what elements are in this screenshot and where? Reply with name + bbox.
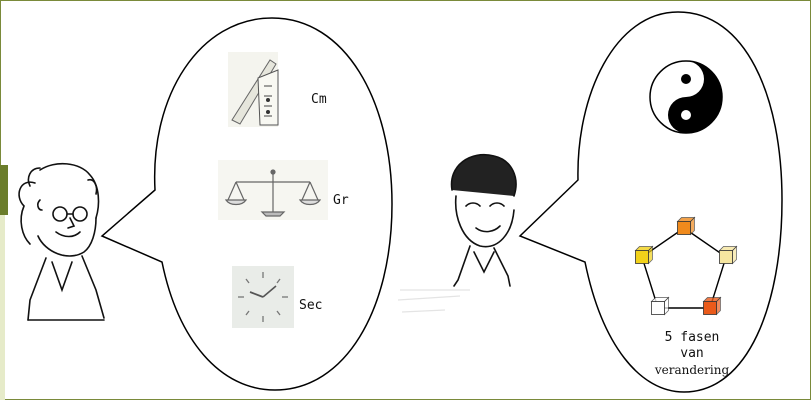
caption-line-2: van (680, 346, 704, 361)
five-phases-caption: 5 fasen van verandering (637, 330, 747, 378)
phase-cubes (634, 216, 738, 316)
phase-cube (676, 216, 696, 236)
old-man-figure (18, 162, 105, 321)
faint-smudge (397, 289, 470, 313)
yin-yang-icon (649, 60, 723, 134)
left-rail (0, 215, 5, 400)
time-unit-label: Sec (299, 298, 323, 313)
clock-icon (232, 266, 294, 328)
phase-cube (650, 296, 670, 316)
caption-line-1: 5 fasen (664, 330, 720, 345)
phase-cube (718, 245, 738, 265)
phase-cube (702, 296, 722, 316)
left-accent-bar (0, 165, 8, 215)
mass-unit-label: Gr (333, 193, 349, 208)
scale-icon (218, 160, 328, 220)
young-man-figure (450, 153, 517, 287)
ruler-icon (228, 52, 279, 127)
phase-cube (634, 245, 654, 265)
length-unit-label: Cm (311, 92, 327, 107)
caption-line-3: verandering (654, 363, 730, 377)
